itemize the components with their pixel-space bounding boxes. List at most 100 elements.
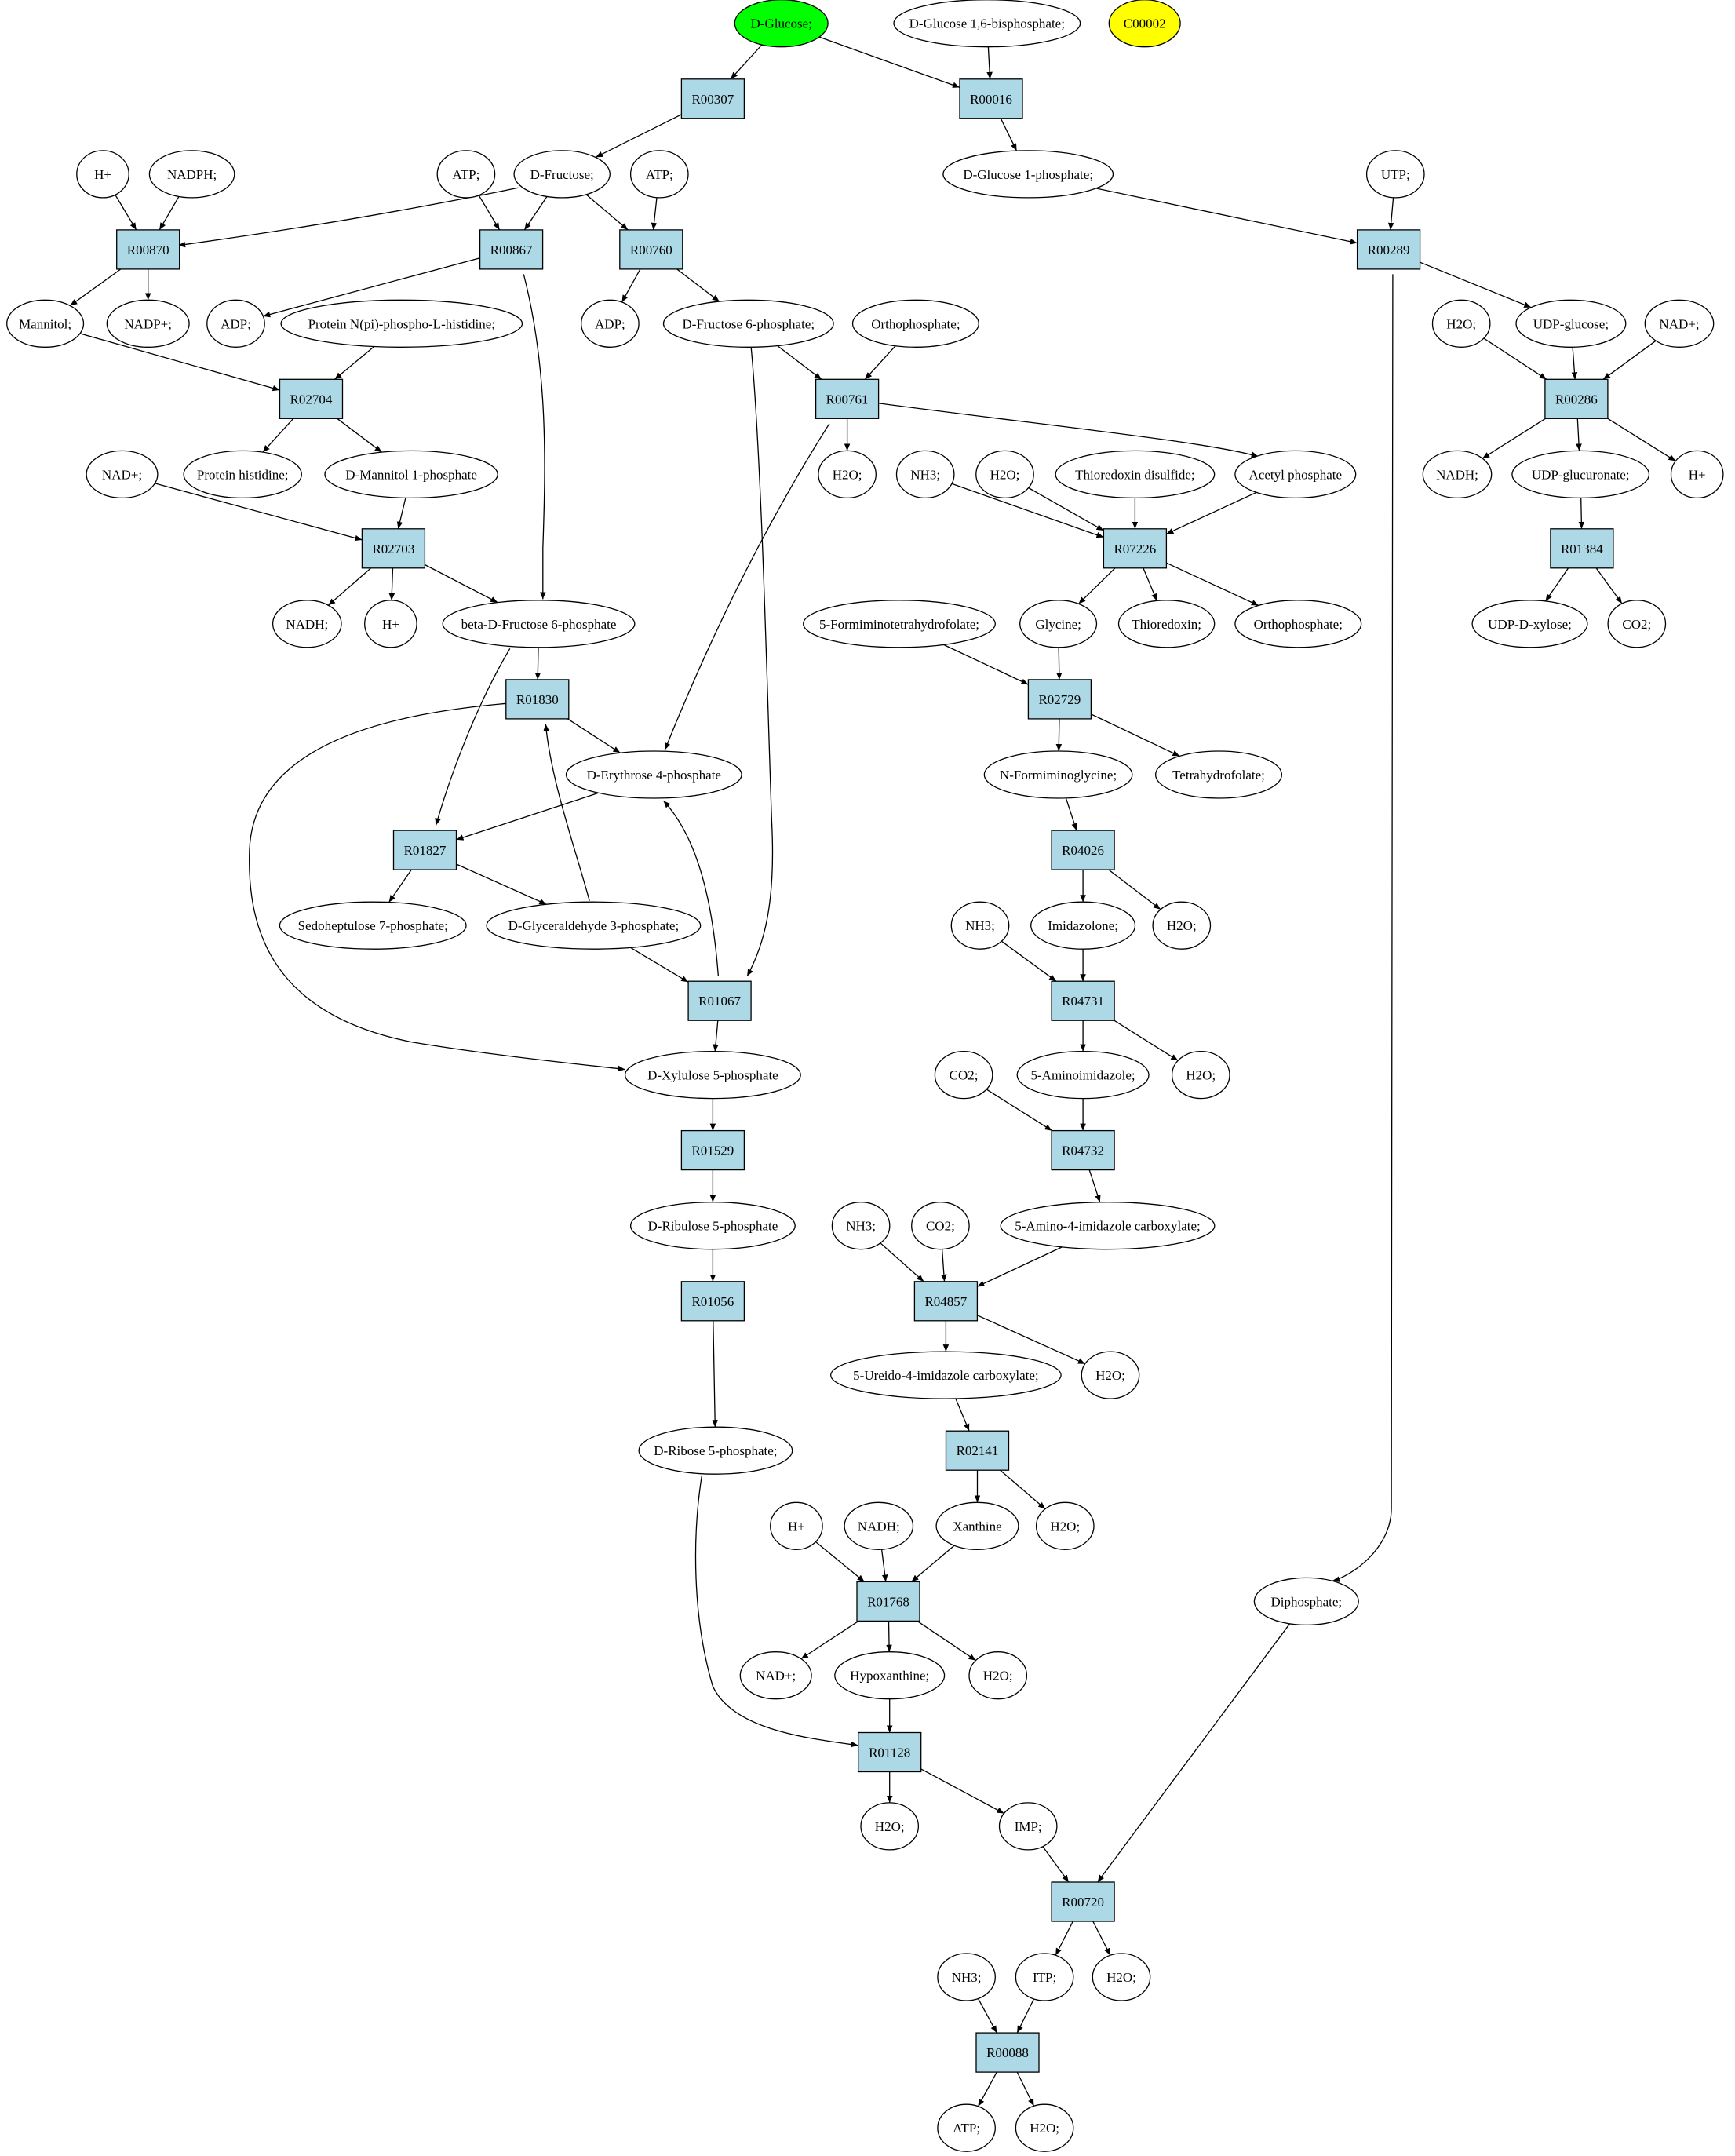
edge-n_g3p-to-R01067 <box>630 947 689 983</box>
reaction-box <box>1051 830 1115 870</box>
reaction-box <box>913 1281 979 1322</box>
node-label: R00761 <box>826 392 869 407</box>
edge-R00761-to-n_e4p <box>664 423 830 750</box>
compound-ellipse <box>513 150 611 199</box>
node-label: R00870 <box>127 243 169 257</box>
compound-node-n_h2o_b: H2O; <box>818 450 877 499</box>
compound-node-n_ortho_a: Orthophosphate; <box>851 299 979 348</box>
node-label: D-Glucose 1-phosphate; <box>963 167 1093 182</box>
compound-ellipse <box>6 299 85 348</box>
node-label: 5-Ureido-4-imidazole carboxylate; <box>853 1368 1038 1383</box>
node-label: Xanthine <box>953 1519 1001 1534</box>
reaction-node-R02703: R02703 <box>361 528 426 569</box>
reaction-node-R01529: R01529 <box>680 1129 745 1171</box>
node-label: R01128 <box>869 1746 910 1760</box>
compound-ellipse <box>734 0 829 48</box>
compound-node-n_glycine: Glycine; <box>1019 600 1098 648</box>
compound-node-n_nadh_b: NADH; <box>272 600 342 648</box>
node-label: H2O; <box>833 467 862 482</box>
node-label: NH3; <box>846 1219 876 1234</box>
reaction-box <box>858 1731 922 1773</box>
compound-node-n_g3p: D-Glyceraldehyde 3-phosphate; <box>486 901 702 950</box>
edge-layer <box>70 36 1676 2107</box>
node-label: UTP; <box>1381 167 1410 182</box>
edge-n_ortho_a-to-R00761 <box>864 345 896 380</box>
node-label: NAD+; <box>102 467 142 482</box>
compound-ellipse <box>893 0 1081 48</box>
compound-node-n_g1p: D-Glucose 1-phosphate; <box>942 150 1114 199</box>
node-label: R04857 <box>924 1294 967 1309</box>
reaction-box <box>687 980 752 1021</box>
compound-node-n_diphos: Diphosphate; <box>1253 1577 1359 1626</box>
compound-node-n_hplus_d: H+ <box>770 1501 823 1550</box>
compound-node-n_thf: Tetrahydrofolate; <box>1154 750 1283 799</box>
compound-node-n_ortho_b: Orthophosphate; <box>1234 600 1362 648</box>
edge-n_glucose-to-R00307 <box>730 44 763 80</box>
compound-ellipse <box>770 1501 823 1550</box>
compound-node-n_acetylp: Acetyl phosphate <box>1234 450 1357 499</box>
node-label: R07226 <box>1114 542 1156 556</box>
node-label: UDP-D-xylose; <box>1488 617 1572 632</box>
node-label: R01830 <box>516 692 559 707</box>
compound-node-n_hplus_b: H+ <box>1670 450 1724 499</box>
compound-ellipse <box>818 450 877 499</box>
edge-R00867-to-n_bf6p <box>523 274 546 600</box>
edge-n_nformgly-to-R04026 <box>1065 797 1077 831</box>
compound-ellipse <box>442 600 636 648</box>
edge-n_glucose-to-R00016 <box>818 36 960 89</box>
node-label: R00867 <box>490 243 533 257</box>
node-label: H+ <box>788 1519 805 1534</box>
compound-node-n_adp_b: ADP; <box>581 299 640 348</box>
reaction-box <box>116 229 180 270</box>
node-label: NADH; <box>1436 467 1478 482</box>
edge-R01384-to-n_udpxyl <box>1544 567 1569 602</box>
compound-ellipse <box>364 600 417 648</box>
reaction-node-R00870: R00870 <box>116 229 180 270</box>
reaction-box <box>856 1581 920 1622</box>
compound-ellipse <box>1234 450 1357 499</box>
node-label: Glycine; <box>1035 617 1081 632</box>
compound-ellipse <box>934 1050 993 1100</box>
edge-n_f6p-to-R01067 <box>746 348 774 977</box>
edge-R01827-to-n_s7p <box>388 869 412 903</box>
node-label: D-Fructose 6-phosphate; <box>683 316 815 331</box>
compound-ellipse <box>968 1651 1028 1700</box>
edge-R00761-to-n_acetylp <box>877 402 1259 458</box>
compound-node-n_h2o_i: H2O; <box>860 1802 920 1851</box>
edge-R02729-to-n_thf <box>1091 713 1180 757</box>
compound-ellipse <box>1035 1501 1095 1550</box>
compound-node-n_bf6p: beta-D-Fructose 6-phosphate <box>442 600 636 648</box>
compound-node-n_hplus_a: H+ <box>76 150 129 199</box>
edge-n_co2_c-to-R04857 <box>941 1249 947 1282</box>
compound-node-n_h2o_f: H2O; <box>1081 1351 1140 1399</box>
edge-R01067-to-n_x5p <box>713 1020 719 1052</box>
compound-ellipse <box>834 1651 946 1700</box>
compound-node-n_nadh_a: NADH; <box>1422 450 1493 499</box>
reaction-box <box>619 229 683 270</box>
node-label: R00016 <box>970 92 1012 107</box>
reaction-node-R00016: R00016 <box>959 78 1023 119</box>
compound-ellipse <box>860 1802 920 1851</box>
node-label: Thioredoxin; <box>1132 617 1201 632</box>
edge-R01830-to-n_e4p <box>567 718 621 753</box>
compound-node-n_thiodis: Thioredoxin disulfide; <box>1055 450 1216 499</box>
edge-n_atp_a-to-R00867 <box>478 195 501 231</box>
compound-node-n_atp_b: ATP; <box>629 150 689 199</box>
edge-R01768-to-n_nadplus_c <box>800 1620 859 1660</box>
compound-node-n_nadh_c: NADH; <box>844 1501 914 1550</box>
edge-n_fructose-to-R00760 <box>585 194 629 231</box>
edge-n_m1p-to-R02703 <box>396 498 406 529</box>
node-label: UDP-glucose; <box>1533 316 1609 331</box>
node-label: 5-Amino-4-imidazole carboxylate; <box>1015 1219 1201 1234</box>
node-label: R01056 <box>691 1294 734 1309</box>
reaction-node-R00289: R00289 <box>1356 229 1421 270</box>
node-label: Mannitol; <box>19 316 71 331</box>
edge-R00867-to-n_adp_a <box>263 257 480 318</box>
edge-n_atp_b-to-R00760 <box>651 197 658 230</box>
edge-R07226-to-n_thioredoxin <box>1143 567 1157 601</box>
compound-ellipse <box>206 299 265 348</box>
reaction-node-R00307: R00307 <box>680 78 745 119</box>
compound-ellipse <box>830 1351 1062 1399</box>
edge-R01128-to-n_imp <box>920 1768 1004 1815</box>
compound-node-n_h2o_j: H2O; <box>1092 1953 1151 2001</box>
